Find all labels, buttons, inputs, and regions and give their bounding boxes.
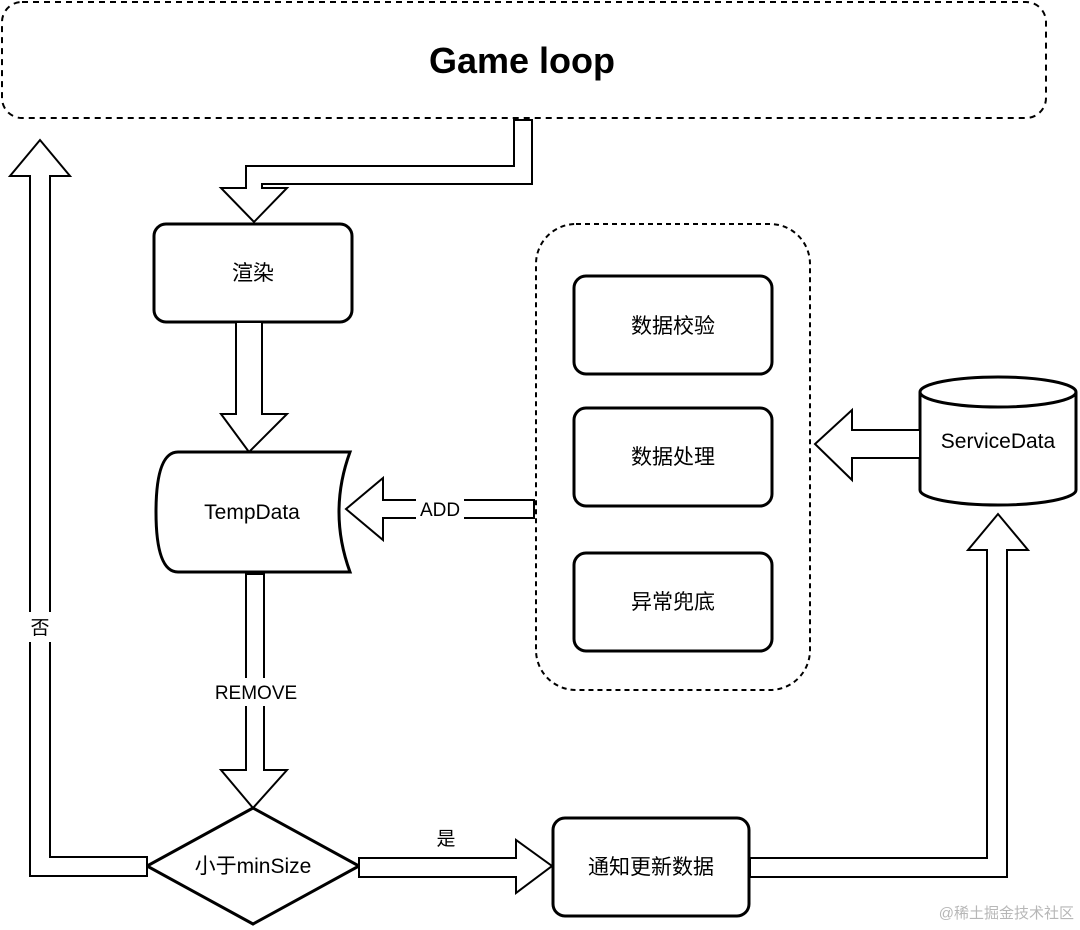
arrow-yes-to-notify [358, 838, 554, 895]
notify-update-node: 通知更新数据 [551, 816, 751, 918]
servicedata-label: ServiceData [941, 430, 1056, 453]
render-label: 渲染 [232, 262, 274, 285]
game-loop-title: Game loop [429, 40, 615, 81]
no-label: 否 [30, 618, 49, 639]
arrow-servicedata-to-processing [813, 407, 921, 483]
servicedata-node: ServiceData [918, 375, 1078, 507]
yes-label: 是 [436, 829, 455, 850]
exception-fallback-label: 异常兜底 [631, 591, 715, 614]
render-node: 渲染 [152, 222, 354, 324]
arrow-render-to-tempdata [219, 321, 290, 454]
exception-fallback-node: 异常兜底 [572, 551, 774, 653]
remove-label: REMOVE [215, 683, 297, 704]
add-label: ADD [420, 500, 460, 521]
game-loop-container: Game loop [1, 1, 1047, 119]
watermark: @稀土掘金技术社区 [939, 905, 1074, 922]
tempdata-node: TempData [154, 450, 353, 574]
data-validate-node: 数据校验 [572, 274, 774, 376]
arrow-no-to-gameloop [7, 138, 148, 877]
data-process-label: 数据处理 [631, 446, 715, 469]
tempdata-label: TempData [204, 501, 300, 524]
remove-label-bg [206, 678, 306, 706]
arrow-notify-to-servicedata [749, 512, 1031, 878]
notify-update-label: 通知更新数据 [588, 856, 714, 879]
decision-node: 小于minSize [143, 806, 363, 926]
decision-label: 小于minSize [195, 855, 312, 878]
no-label-bg [28, 612, 52, 642]
data-process-node: 数据处理 [572, 406, 774, 508]
data-validate-label: 数据校验 [631, 315, 715, 338]
arrow-gameloop-to-render [218, 119, 533, 224]
add-label-bg [416, 496, 464, 522]
